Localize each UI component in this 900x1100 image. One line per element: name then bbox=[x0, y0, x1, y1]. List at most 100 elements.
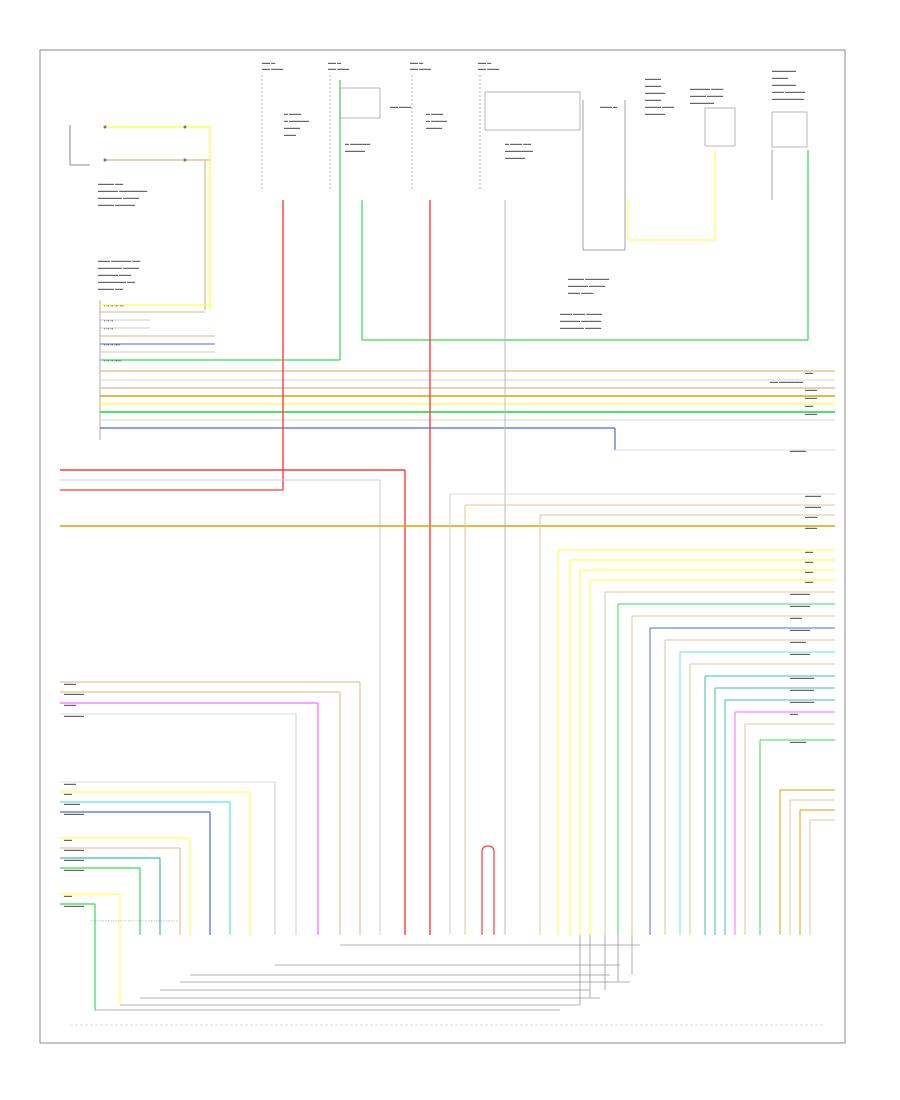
svg-text:▬▬▬▬▬▬: ▬▬▬▬▬▬ bbox=[790, 699, 814, 704]
svg-text:▬▬: ▬▬ bbox=[64, 837, 72, 842]
svg-text:▬▬▬ ▬▬▬: ▬▬▬ ▬▬▬ bbox=[568, 290, 593, 295]
svg-text:▬▬▬: ▬▬▬ bbox=[64, 702, 76, 707]
svg-text:▬▬▬▬▬: ▬▬▬▬▬ bbox=[790, 651, 810, 656]
svg-text:▬▬: ▬▬ bbox=[805, 549, 813, 554]
svg-text:▬▬▬▬▬: ▬▬▬▬▬ bbox=[790, 603, 810, 608]
svg-text:▬▬▬▬▬▬ ▬▬▬▬: ▬▬▬▬▬▬ ▬▬▬▬ bbox=[98, 195, 139, 200]
svg-text:▬▬: ▬▬ bbox=[790, 711, 798, 716]
svg-text:▬▬ ▬▬▬: ▬▬ ▬▬▬ bbox=[410, 66, 431, 71]
svg-text:▬▬▬▬▬ ▬▬▬: ▬▬▬▬▬ ▬▬▬ bbox=[98, 272, 131, 277]
svg-text:▬▬▬▬▬ ▬▬▬▬: ▬▬▬▬▬ ▬▬▬▬ bbox=[568, 283, 605, 288]
svg-text:▬▬▬▬ ▬▬: ▬▬▬▬ ▬▬ bbox=[98, 181, 123, 186]
svg-text:▬▬▬▬▬▬▬▬: ▬▬▬▬▬▬▬▬ bbox=[772, 96, 804, 101]
svg-text:▬▬▬▬▬▬▬: ▬▬▬▬▬▬▬ bbox=[505, 148, 533, 153]
svg-text:▬▬: ▬▬ bbox=[64, 893, 72, 898]
svg-text:▫ ▫ ▫ ▫ ▫ ▫ ▫ ▫ ▫: ▫ ▫ ▫ ▫ ▫ ▫ ▫ ▫ ▫ ▫ ▫ ▫ ▫ ▫ ▫ ▫ ▫ ▫ ▫ ▫ … bbox=[90, 918, 178, 923]
svg-text:▬ ▬▬▬: ▬ ▬▬▬ bbox=[426, 111, 443, 116]
svg-text:▬▬▬▬▬: ▬▬▬▬▬ bbox=[64, 903, 84, 908]
svg-text:▬▬▬: ▬▬▬ bbox=[790, 615, 802, 620]
svg-text:▬▬▬▬: ▬▬▬▬ bbox=[790, 639, 806, 644]
svg-text:▬▬▬▬: ▬▬▬▬ bbox=[772, 75, 788, 80]
svg-text:▪ ▪▪ ▪▪: ▪ ▪▪ ▪▪ bbox=[104, 326, 114, 331]
svg-text:▬▬▬▬: ▬▬▬▬ bbox=[64, 801, 80, 806]
svg-text:▬▬▬▬ ▬▬▬: ▬▬▬▬ ▬▬▬ bbox=[645, 104, 674, 109]
svg-text:▬▬▬▬▬▬: ▬▬▬▬▬▬ bbox=[772, 68, 796, 73]
svg-text:▬▬ ▬▬▬: ▬▬ ▬▬▬ bbox=[328, 66, 349, 71]
svg-text:▬▬ ▬▬▬▬▬▬: ▬▬ ▬▬▬▬▬▬ bbox=[770, 379, 803, 384]
svg-text:▬▬▬▬▬▬: ▬▬▬▬▬▬ bbox=[790, 687, 814, 692]
wire-stubs: ▪ ▪▪ ▪▪ ▪▪▪ ▪▪▪ ▪ ▪▪ ▪▪ ▪ ▪▪ ▪▪ ▪ ▪▪ ▪▪ … bbox=[104, 303, 125, 363]
svg-text:▬▬▬▬: ▬▬▬▬ bbox=[805, 493, 821, 498]
svg-text:▬▬▬▬▬ ▬▬▬: ▬▬▬▬▬ ▬▬▬ bbox=[690, 86, 723, 91]
svg-text:▪ ▪▪ ▪▪ ▪▪▪▪▪: ▪ ▪▪ ▪▪ ▪▪▪▪▪ bbox=[104, 358, 122, 363]
svg-text:▬▬▬▬▬: ▬▬▬▬▬ bbox=[64, 847, 84, 852]
svg-text:▬▬▬: ▬▬▬ bbox=[805, 387, 817, 392]
svg-text:▬▬▬▬▬: ▬▬▬▬▬ bbox=[64, 867, 84, 872]
svg-text:▬▬▬▬: ▬▬▬▬ bbox=[790, 739, 806, 744]
svg-text:▬▬▬▬▬: ▬▬▬▬▬ bbox=[64, 857, 84, 862]
svg-text:▬▬▬▬: ▬▬▬▬ bbox=[645, 97, 661, 102]
ground-lines bbox=[70, 935, 825, 1026]
svg-text:▬▬: ▬▬ bbox=[805, 569, 813, 574]
svg-text:▬▬▬▬▬▬: ▬▬▬▬▬▬ bbox=[772, 82, 796, 87]
top-components: ▬▬ ▬ ▬▬ ▬▬▬ ▬▬ ▬ ▬▬ ▬▬▬ ▬▬ ▬ ▬▬ ▬▬▬ ▬▬ ▬… bbox=[261, 60, 808, 190]
svg-text:▬ ▬▬▬▬▬: ▬ ▬▬▬▬▬ bbox=[284, 118, 309, 123]
svg-text:▬▬▬▬: ▬▬▬▬ bbox=[645, 76, 661, 81]
svg-text:▬▬▬▬▬▬ ▬▬▬▬: ▬▬▬▬▬▬ ▬▬▬▬ bbox=[560, 325, 601, 330]
svg-text:▬▬▬▬▬: ▬▬▬▬▬ bbox=[64, 713, 84, 718]
lower-left-wires: ▬▬▬ ▬▬▬▬▬ ▬▬▬ ▬▬▬▬▬ ▬▬▬ ▬▬ ▬▬▬▬ ▬▬▬▬▬ ▬▬… bbox=[60, 681, 361, 1010]
svg-text:▬▬▬▬▬: ▬▬▬▬▬ bbox=[790, 591, 810, 596]
svg-text:▬ ▬▬▬: ▬ ▬▬▬ bbox=[284, 111, 301, 116]
svg-text:▬▬▬▬▬ ▬▬▬▬▬▬▬: ▬▬▬▬▬ ▬▬▬▬▬▬▬ bbox=[98, 188, 147, 193]
svg-text:▬▬▬▬▬: ▬▬▬▬▬ bbox=[505, 155, 525, 160]
svg-text:▬▬▬▬ ▬▬▬▬: ▬▬▬▬ ▬▬▬▬ bbox=[690, 93, 723, 98]
svg-text:▬▬▬ ▬▬▬ ▬▬▬▬: ▬▬▬ ▬▬▬ ▬▬▬▬ bbox=[560, 311, 602, 316]
svg-text:▬▬: ▬▬ bbox=[64, 791, 72, 796]
diagram-frame bbox=[39, 49, 846, 1044]
svg-text:▬▬: ▬▬ bbox=[805, 579, 813, 584]
svg-text:▪ ▪▪ ▪▪ ▪▪▪ ▪▪▪: ▪ ▪▪ ▪▪ ▪▪▪ ▪▪▪ bbox=[104, 303, 125, 308]
svg-text:▬▬: ▬▬ bbox=[805, 559, 813, 564]
svg-text:▬▬▬: ▬▬▬ bbox=[805, 525, 817, 530]
svg-text:▬▬: ▬▬ bbox=[805, 403, 813, 408]
top-left-component: ▬▬▬▬ ▬▬ ▬▬▬▬▬ ▬▬▬▬▬▬▬ ▬▬▬▬▬▬ ▬▬▬▬ ▬▬▬▬ ▬… bbox=[69, 125, 211, 310]
svg-text:▬▬▬▬: ▬▬▬▬ bbox=[645, 83, 661, 88]
left-connector-block: ▪ ▪▪ ▪▪ ▪▪▪ ▪▪▪ ▪ ▪▪ ▪▪ ▪ ▪▪ ▪▪ ▪ ▪▪ ▪▪ … bbox=[99, 80, 341, 440]
svg-text:▬▬▬▬▬: ▬▬▬▬▬ bbox=[64, 811, 84, 816]
svg-text:▬▬▬: ▬▬▬ bbox=[64, 681, 76, 686]
svg-text:▬▬▬▬: ▬▬▬▬ bbox=[284, 125, 300, 130]
svg-text:▪ ▪▪ ▪▪ ▪▪▪▪: ▪ ▪▪ ▪▪ ▪▪▪▪ bbox=[104, 342, 121, 347]
svg-text:▬ ▬▬▬▬: ▬ ▬▬▬▬ bbox=[426, 118, 447, 123]
svg-text:▬▬ ▬▬▬: ▬▬ ▬▬▬ bbox=[478, 66, 499, 71]
svg-text:▬▬▬: ▬▬▬ bbox=[805, 514, 817, 519]
svg-text:▬▬ ▬: ▬▬ ▬ bbox=[262, 60, 275, 65]
vertical-wires-top: ▬▬▬▬ ▬▬▬▬▬▬ ▬▬▬▬▬ ▬▬▬▬ ▬▬▬ ▬▬▬ ▬▬▬ ▬▬▬ ▬… bbox=[282, 100, 809, 935]
svg-text:▬▬▬▬▬▬: ▬▬▬▬▬▬ bbox=[690, 100, 714, 105]
svg-text:▬▬ ▬▬▬: ▬▬ ▬▬▬ bbox=[262, 66, 283, 71]
svg-text:▬ ▬▬▬▬▬: ▬ ▬▬▬▬▬ bbox=[345, 141, 370, 146]
svg-text:▬▬▬: ▬▬▬ bbox=[805, 395, 817, 400]
svg-text:▬▬▬▬▬▬: ▬▬▬▬▬▬ bbox=[790, 675, 814, 680]
svg-text:▬▬▬▬▬▬ ▬▬▬▬: ▬▬▬▬▬▬ ▬▬▬▬ bbox=[98, 265, 139, 270]
svg-text:▬▬ ▬: ▬▬ ▬ bbox=[410, 60, 423, 65]
svg-text:▬▬▬▬: ▬▬▬▬ bbox=[426, 125, 442, 130]
svg-text:▬▬▬▬ ▬▬: ▬▬▬▬ ▬▬ bbox=[98, 286, 123, 291]
left-wire-bundle bbox=[60, 469, 835, 935]
right-wire-fan: ▬▬▬▬ ▬▬▬▬ ▬▬▬ ▬▬▬ ▬▬ ▬▬ ▬▬ ▬▬ ▬▬▬▬▬ ▬▬▬▬… bbox=[557, 493, 835, 935]
svg-text:▬▬▬▬▬ ▬▬▬▬▬: ▬▬▬▬▬ ▬▬▬▬▬ bbox=[560, 318, 601, 323]
svg-text:▬▬▬▬ ▬▬▬▬▬: ▬▬▬▬ ▬▬▬▬▬ bbox=[98, 202, 135, 207]
svg-text:▬▬▬▬▬: ▬▬▬▬▬ bbox=[345, 148, 365, 153]
horizontal-bus: ▬▬ ▬▬ ▬▬▬▬▬▬ ▬▬▬ ▬▬▬ ▬▬ ▬▬▬ ▬▬▬▬ bbox=[100, 370, 835, 453]
svg-text:▬▬ ▬: ▬▬ ▬ bbox=[328, 60, 341, 65]
svg-text:▬▬▬▬▬: ▬▬▬▬▬ bbox=[645, 111, 665, 116]
svg-text:▬▬▬▬▬▬▬ ▬▬: ▬▬▬▬▬▬▬ ▬▬ bbox=[98, 279, 135, 284]
module-connector-row: ▫ ▫ ▫ ▫ ▫ ▫ ▫ ▫ ▫ ▫ ▫ ▫ ▫ ▫ ▫ ▫ ▫ ▫ ▫ ▫ … bbox=[90, 918, 178, 923]
svg-text:▬▬▬ ▬▬▬▬▬ ▬▬: ▬▬▬ ▬▬▬▬▬ ▬▬ bbox=[98, 258, 140, 263]
svg-text:▪ ▪▪ ▪▪: ▪ ▪▪ ▪▪ bbox=[104, 318, 114, 323]
svg-text:▬▬▬▬: ▬▬▬▬ bbox=[790, 448, 806, 453]
svg-text:▬ ▬▬▬ ▬▬: ▬ ▬▬▬ ▬▬ bbox=[505, 141, 531, 146]
svg-text:▬▬▬ ▬▬▬▬▬: ▬▬▬ ▬▬▬▬▬ bbox=[772, 89, 805, 94]
svg-text:▬▬▬▬▬: ▬▬▬▬▬ bbox=[64, 691, 84, 696]
svg-text:▬▬ ▬▬▬: ▬▬ ▬▬▬ bbox=[390, 104, 411, 109]
